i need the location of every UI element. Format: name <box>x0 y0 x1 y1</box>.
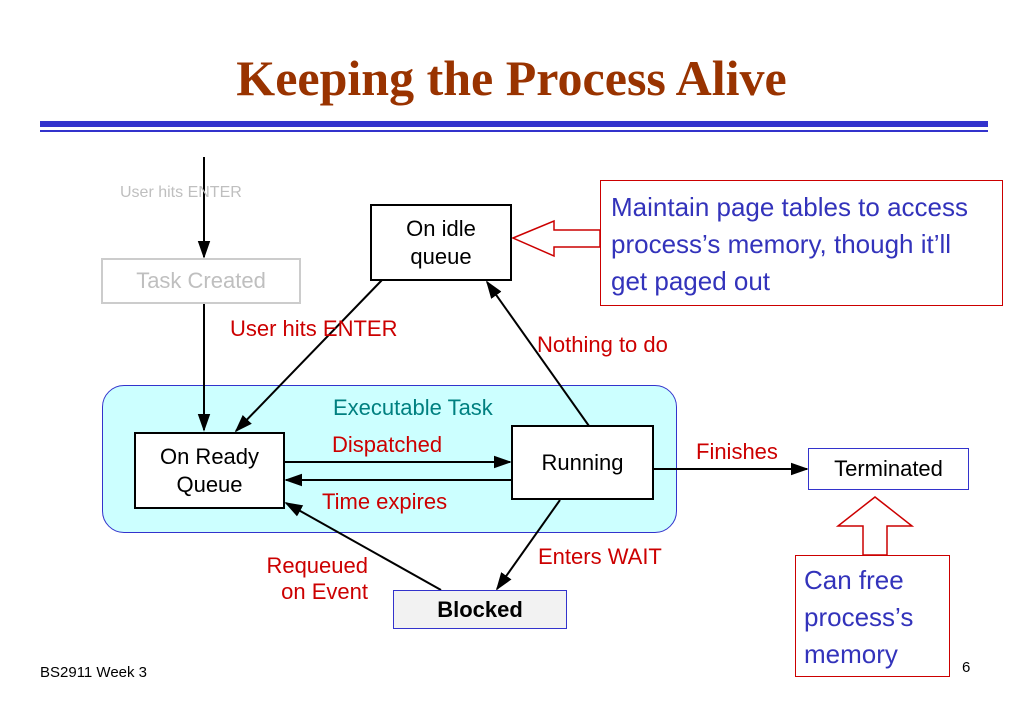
label-finishes: Finishes <box>696 439 778 464</box>
arrow-blocked-to-ready <box>284 502 442 591</box>
arrow-idle-to-ready <box>234 279 383 433</box>
state-task-created: Task Created <box>101 258 301 304</box>
arrow-running-to-idle <box>485 280 590 427</box>
page-number: 6 <box>962 659 971 676</box>
label-time-expires: Time expires <box>322 489 448 514</box>
slide-title: Keeping the Process Alive <box>236 50 787 106</box>
title-rule-thin <box>40 130 988 132</box>
state-running: Running <box>511 425 654 500</box>
executable-task-label: Executable Task <box>333 395 493 420</box>
state-on-ready-queue: On Ready Queue <box>134 432 285 509</box>
callout-arrow-free-memory <box>835 496 915 556</box>
callout-arrow-page-tables <box>511 219 601 258</box>
state-on-idle-queue: On idle queue <box>370 204 512 281</box>
state-terminated: Terminated <box>808 448 969 490</box>
label-dispatched: Dispatched <box>332 432 443 457</box>
arrow-running-to-blocked <box>495 499 561 591</box>
label-nothing-to-do: Nothing to do <box>537 332 668 357</box>
label-enters-wait: Enters WAIT <box>538 544 662 569</box>
label-user-hits-enter: User hits ENTER <box>230 316 398 341</box>
state-blocked: Blocked <box>393 590 567 629</box>
label-user-hits-enter-faded: User hits ENTER <box>120 184 242 201</box>
label-requeued-on-event: Requeued on Event <box>266 553 368 604</box>
callout-free-memory: Can free process’s memory <box>795 555 950 677</box>
callout-page-tables: Maintain page tables to access process’s… <box>600 180 1003 306</box>
title-rule-thick <box>40 121 988 127</box>
footer-course-week: BS2911 Week 3 <box>40 664 148 681</box>
